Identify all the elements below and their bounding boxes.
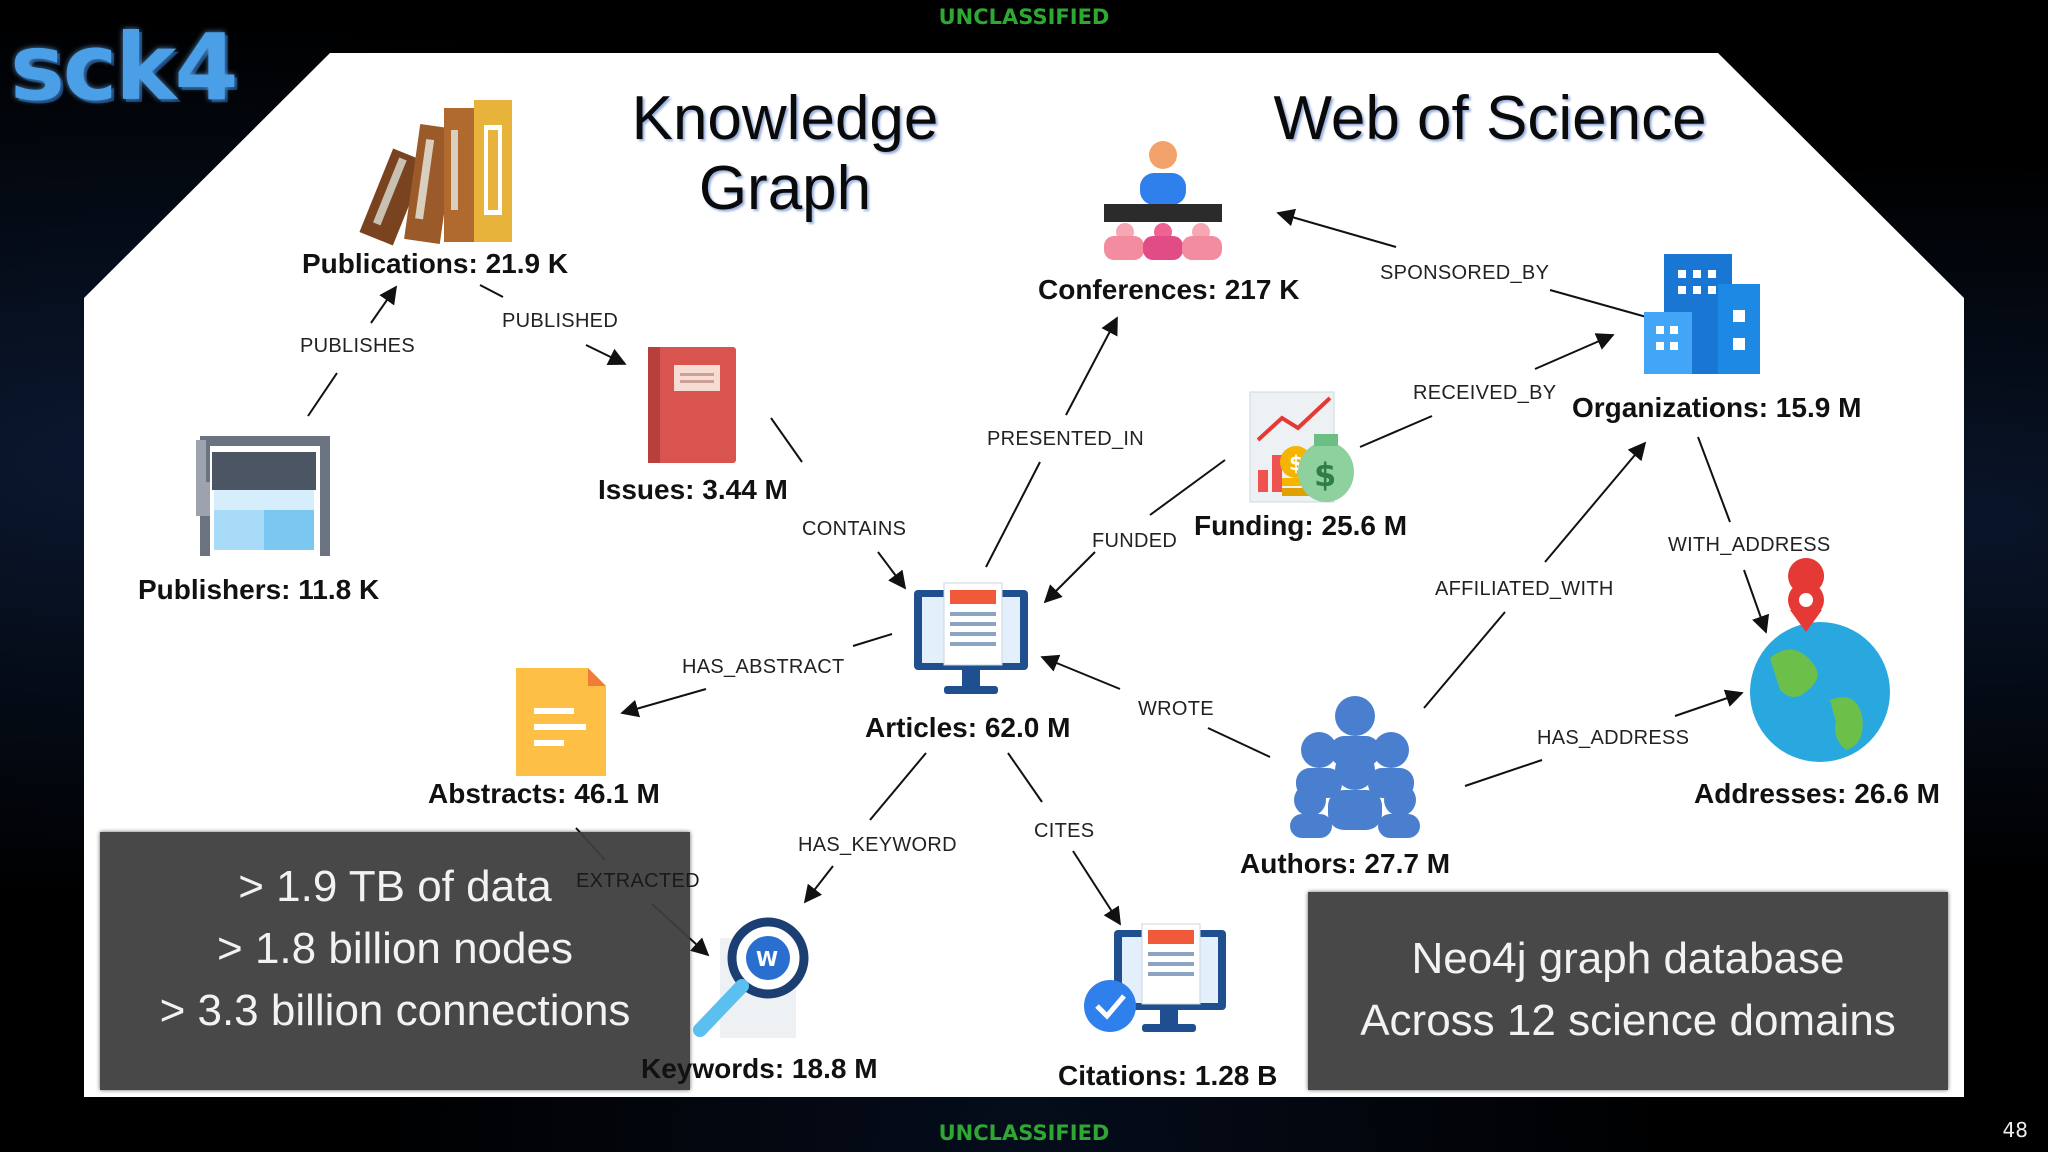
edge-has-abstract-line-b bbox=[620, 688, 707, 718]
title-line-2: Graph bbox=[698, 154, 872, 223]
node-articles: Articles: 62.0 M bbox=[865, 712, 1071, 743]
citations-monitor-icon bbox=[1084, 923, 1226, 1032]
edge-contains-line-b bbox=[877, 551, 907, 590]
edge-sponsored-by-line-a bbox=[1549, 289, 1651, 319]
edge-cites-line-a bbox=[1007, 752, 1043, 803]
edge-has-keyword-line-a bbox=[869, 752, 927, 821]
edge-has-abstract-line-a bbox=[852, 633, 893, 647]
edge-label-affiliated-with: AFFILIATED_WITH bbox=[1435, 578, 1614, 600]
edge-with-address-line-a bbox=[1697, 436, 1731, 523]
edge-label-published: PUBLISHED bbox=[502, 310, 619, 332]
people-group-icon bbox=[1290, 696, 1420, 838]
edge-label-has-keyword: HAS_KEYWORD bbox=[798, 834, 957, 856]
bottom-classification-banner: UNCLASSIFIED bbox=[938, 1121, 1110, 1145]
top-classification-banner: UNCLASSIFIED bbox=[938, 5, 1110, 29]
monitor-article-icon bbox=[914, 582, 1028, 694]
node-publications: Publications: 21.9 K bbox=[302, 248, 569, 279]
node-citations: Citations: 1.28 B bbox=[1058, 1060, 1278, 1091]
svg-text:$: $ bbox=[1314, 456, 1336, 494]
stats-callout: > 1.9 TB of data > 1.8 billion nodes > 3… bbox=[100, 832, 690, 1090]
edge-label-has-address: HAS_ADDRESS bbox=[1537, 727, 1690, 749]
edge-label-extracted: EXTRACTED bbox=[576, 870, 700, 892]
title-line-1: Knowledge bbox=[631, 84, 939, 153]
node-issues: Issues: 3.44 M bbox=[598, 474, 788, 505]
node-publishers: Publishers: 11.8 K bbox=[138, 574, 380, 605]
edge-wrote-line-a bbox=[1207, 727, 1271, 758]
edge-label-publishes: PUBLISHES bbox=[300, 335, 415, 357]
edge-label-wrote: WROTE bbox=[1138, 698, 1214, 720]
globe-pin-icon bbox=[1750, 558, 1890, 762]
stat-node-count: > 1.8 billion nodes bbox=[217, 924, 573, 973]
edge-presented-in-line-a bbox=[985, 461, 1041, 568]
edge-affiliated-with-line-b bbox=[1544, 441, 1647, 563]
edge-cites-line-b bbox=[1072, 850, 1121, 926]
conference-icon bbox=[1104, 141, 1222, 260]
neo4j-callout: Neo4j graph database Across 12 science d… bbox=[1308, 892, 1948, 1090]
edge-received-by-line-b bbox=[1534, 333, 1615, 370]
edge-sponsored-by-line-b bbox=[1276, 208, 1397, 248]
neo4j-line-2: Across 12 science domains bbox=[1360, 996, 1896, 1045]
edge-received-by-line-a bbox=[1359, 415, 1433, 448]
printer-icon bbox=[196, 436, 330, 556]
svg-text:W: W bbox=[756, 947, 778, 971]
edge-label-has-abstract: HAS_ABSTRACT bbox=[682, 656, 845, 678]
sck4-logo: sck4 bbox=[10, 14, 238, 121]
edge-label-received-by: RECEIVED_BY bbox=[1413, 382, 1557, 404]
document-icon bbox=[516, 668, 606, 776]
books-icon bbox=[359, 100, 512, 246]
edge-funded-line-a bbox=[1149, 459, 1226, 516]
keyword-search-icon: W bbox=[693, 917, 809, 1038]
node-keywords: Keywords: 18.8 M bbox=[641, 1053, 878, 1084]
web-of-science-title: Web of Science bbox=[1273, 84, 1707, 153]
edge-published-line-b bbox=[585, 344, 627, 365]
funding-icon: $ $ bbox=[1249, 391, 1354, 503]
edge-funded-line-b bbox=[1043, 551, 1096, 604]
buildings-icon bbox=[1644, 254, 1760, 374]
edge-affiliated-with-line-a bbox=[1423, 611, 1506, 709]
node-authors: Authors: 27.7 M bbox=[1240, 848, 1451, 879]
node-abstracts: Abstracts: 46.1 M bbox=[428, 778, 660, 809]
node-conferences: Conferences: 217 K bbox=[1038, 274, 1300, 305]
neo4j-line-1: Neo4j graph database bbox=[1411, 934, 1845, 983]
edge-has-address-line-b bbox=[1674, 689, 1744, 717]
stat-connection-count: > 3.3 billion connections bbox=[159, 986, 631, 1035]
edge-has-keyword-line-b bbox=[803, 865, 834, 904]
knowledge-graph-title: Knowledge Graph bbox=[620, 84, 950, 224]
edge-has-address-line-a bbox=[1464, 759, 1543, 787]
edge-label-sponsored-by: SPONSORED_BY bbox=[1380, 262, 1550, 284]
node-funding: Funding: 25.6 M bbox=[1194, 510, 1408, 541]
edge-contains-line-a bbox=[770, 417, 803, 463]
edge-publishes-line-a bbox=[307, 372, 338, 417]
edge-presented-in-line-b bbox=[1065, 316, 1118, 416]
edge-label-cites: CITES bbox=[1034, 820, 1095, 842]
node-organizations: Organizations: 15.9 M bbox=[1572, 392, 1862, 423]
node-addresses: Addresses: 26.6 M bbox=[1694, 778, 1940, 809]
edge-published-line-a bbox=[479, 284, 504, 298]
red-book-icon bbox=[648, 347, 736, 463]
edge-publishes-line-b bbox=[370, 285, 398, 324]
edge-with-address-line-b bbox=[1743, 569, 1770, 634]
stat-data-size: > 1.9 TB of data bbox=[238, 862, 552, 911]
page-number: 48 bbox=[2002, 1118, 2028, 1142]
edge-label-presented-in: PRESENTED_IN bbox=[987, 428, 1144, 450]
edge-label-contains: CONTAINS bbox=[802, 518, 907, 540]
edge-wrote-line-b bbox=[1040, 654, 1121, 690]
edge-label-funded: FUNDED bbox=[1092, 530, 1178, 552]
edge-label-with-address: WITH_ADDRESS bbox=[1668, 534, 1831, 556]
